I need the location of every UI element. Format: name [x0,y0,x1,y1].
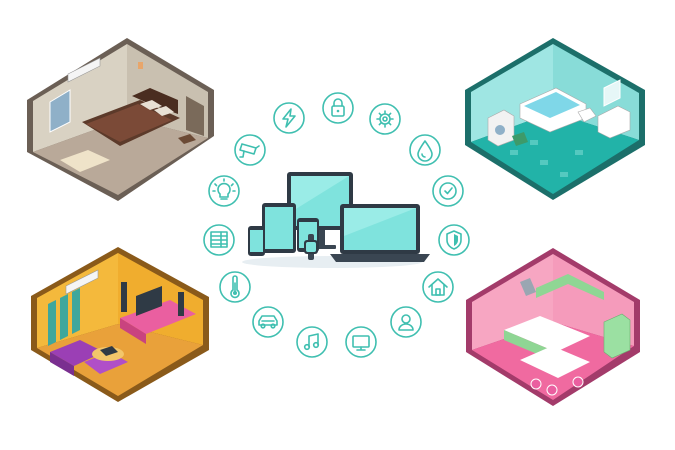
lock-icon[interactable] [322,92,354,124]
living-room-room [31,247,209,402]
shield-icon[interactable] [438,224,470,256]
laptop [330,204,430,262]
phone [248,226,265,256]
home-icon[interactable] [422,271,454,303]
bathroom-room [465,38,645,200]
music-note-icon[interactable] [296,326,328,358]
icon-ring [203,92,470,358]
gear-icon[interactable] [369,103,401,135]
clock-icon[interactable] [432,175,464,207]
tablet-left [262,203,296,253]
devices-group [242,172,430,268]
user-icon[interactable] [390,306,422,338]
car-icon[interactable] [252,306,284,338]
monitor-icon[interactable] [345,326,377,358]
desktop-monitor [287,172,353,249]
security-camera-icon[interactable] [234,134,266,166]
blinds-icon[interactable] [203,224,235,256]
kitchen-room [466,248,640,406]
bedroom-room [27,38,214,201]
thermometer-icon[interactable] [219,271,251,303]
light-bulb-icon[interactable] [208,175,240,207]
smartwatch [304,234,318,260]
lightning-icon[interactable] [273,102,305,134]
water-drop-icon[interactable] [409,134,441,166]
